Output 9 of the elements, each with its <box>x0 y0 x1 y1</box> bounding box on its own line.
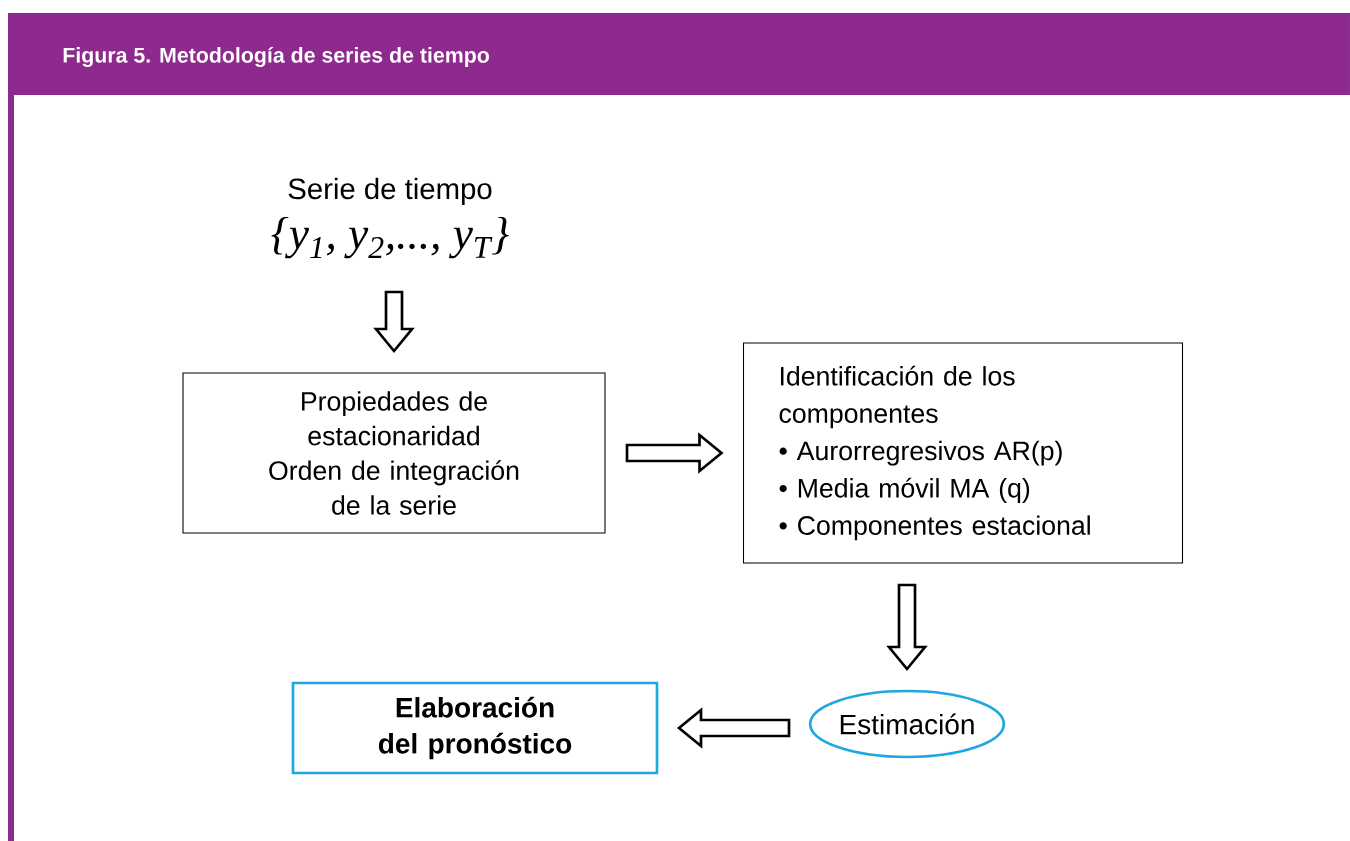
block-arrow <box>886 583 928 672</box>
block-arrow <box>373 290 415 354</box>
process-box: Identificación de los componentes • Aurorregresivos AR(p) • Media móvil MA (q) • Componentes estacional <box>742 342 1184 564</box>
figure-title: Figura 5. Metodología de series de tiempo <box>63 46 489 68</box>
series-label: Serie de tiempo {y$_{1}$, y$_{2}$,..., y$_{T}$} <box>271 177 509 259</box>
block-arrow <box>625 432 724 474</box>
process-box: Propiedades de estacionaridad Orden de integración de la serie <box>182 372 606 534</box>
result-box: Elaboración del pronóstico <box>291 681 659 775</box>
block-arrow <box>676 707 791 749</box>
